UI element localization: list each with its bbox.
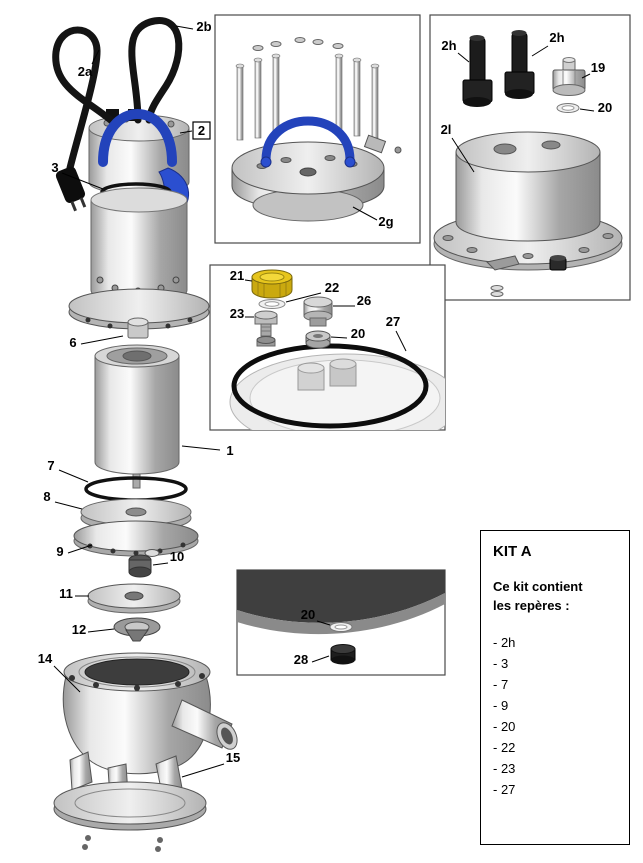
- washer-22: [258, 299, 286, 309]
- part-label-2h-left: 2h: [441, 38, 456, 53]
- top-cap-detail: [231, 141, 385, 222]
- kit-item: - 20: [493, 718, 516, 734]
- handle-arc: [98, 109, 177, 167]
- part-label-15: 15: [226, 750, 240, 765]
- o-ring-27: [231, 343, 429, 429]
- part-label-1: 1: [226, 443, 233, 458]
- bushing: [128, 549, 160, 578]
- part-label-8: 8: [43, 489, 50, 504]
- part-label-27: 27: [386, 314, 400, 329]
- leader-lines: [53, 25, 595, 778]
- part-label-2h-right: 2h: [549, 30, 564, 45]
- power-plug: [55, 166, 87, 212]
- part-label-9: 9: [56, 544, 63, 559]
- kit-a-description-line1: Ce kit contient: [493, 579, 583, 594]
- fitting-23: [254, 310, 278, 347]
- strainer-base: [53, 751, 207, 852]
- part-labels: 2a 2b 2 3 6 1 7 8 9 10 11 12 14 15 2g 2h…: [38, 19, 612, 765]
- part-label-20-c: 20: [351, 326, 365, 341]
- lower-flange: [73, 520, 199, 557]
- kit-a-description-line2: les repères :: [493, 597, 570, 613]
- part-label-6: 6: [69, 335, 76, 350]
- part-label-2a: 2a: [78, 64, 93, 79]
- kit-a-panel: KIT A Ce kit contient les repères : - 2h…: [480, 530, 630, 845]
- washer-20-detail-d: [329, 622, 353, 632]
- detail-box-top-cap: [214, 14, 421, 244]
- handle-detail: [260, 116, 356, 168]
- motor-flange: [68, 288, 210, 331]
- part-label-28: 28: [294, 652, 308, 667]
- part-label-2g: 2g: [378, 214, 393, 229]
- cap-2l: [433, 131, 623, 271]
- part-label-3: 3: [51, 160, 58, 175]
- part-label-22: 22: [325, 280, 339, 295]
- small-hardware: [485, 255, 567, 297]
- hex-fitting-19: [552, 57, 586, 96]
- kit-item: - 2h: [493, 634, 516, 650]
- part-label-11: 11: [59, 586, 73, 601]
- part-label-23: 23: [230, 306, 244, 321]
- part-label-14: 14: [38, 651, 53, 666]
- kit-item: - 27: [493, 782, 516, 798]
- main-assembly: [52, 17, 238, 852]
- part-label-20-d: 20: [301, 607, 315, 622]
- impeller: [113, 617, 161, 642]
- motor-body: [90, 187, 188, 305]
- power-cable: [52, 17, 183, 212]
- kit-item: - 9: [493, 697, 509, 713]
- part-label-10: 10: [170, 549, 184, 564]
- washer-20-detail-b: [556, 103, 580, 113]
- hose-barb-fitting-1: [462, 35, 493, 107]
- detail-box-fittings: [429, 14, 631, 301]
- motor-sleeve: [94, 344, 180, 489]
- detail-box-plugs: [209, 264, 446, 431]
- part-label-2-box: [192, 121, 211, 140]
- kit-a-title: KIT A: [493, 543, 532, 560]
- shaft-seal: [127, 317, 149, 339]
- shaft-end: [132, 473, 141, 489]
- kit-a-description: Ce kit contient les repères :: [493, 578, 617, 616]
- part-label-7: 7: [47, 458, 54, 473]
- kit-item: - 23: [493, 760, 516, 776]
- detail-box-drain-plug: [236, 569, 446, 676]
- part-label-19: 19: [591, 60, 605, 75]
- diffuser-disc: [87, 583, 181, 614]
- part-label-2l: 2l: [441, 122, 452, 137]
- yellow-cap-21: [251, 269, 293, 299]
- cap-bracket: [363, 134, 402, 154]
- part-label-2b: 2b: [196, 19, 211, 34]
- part-label-20-b: 20: [598, 100, 612, 115]
- hose-barb-fitting-2: [504, 30, 535, 99]
- part-label-2: 2: [198, 123, 205, 138]
- nut-20-detail-c: [305, 330, 331, 349]
- kit-a-items: - 2h - 3 - 7 - 9 - 20 - 22 - 23 - 27: [493, 632, 617, 800]
- cap-bolts: [235, 53, 380, 141]
- kit-item: - 22: [493, 739, 516, 755]
- part-label-26: 26: [357, 293, 371, 308]
- kit-item: - 3: [493, 655, 509, 671]
- part-label-12: 12: [72, 622, 86, 637]
- kit-item: - 7: [493, 676, 509, 692]
- plug-26: [303, 296, 333, 327]
- part-label-21: 21: [230, 268, 244, 283]
- drain-plug-28: [330, 644, 356, 665]
- volute-housing: [62, 652, 238, 775]
